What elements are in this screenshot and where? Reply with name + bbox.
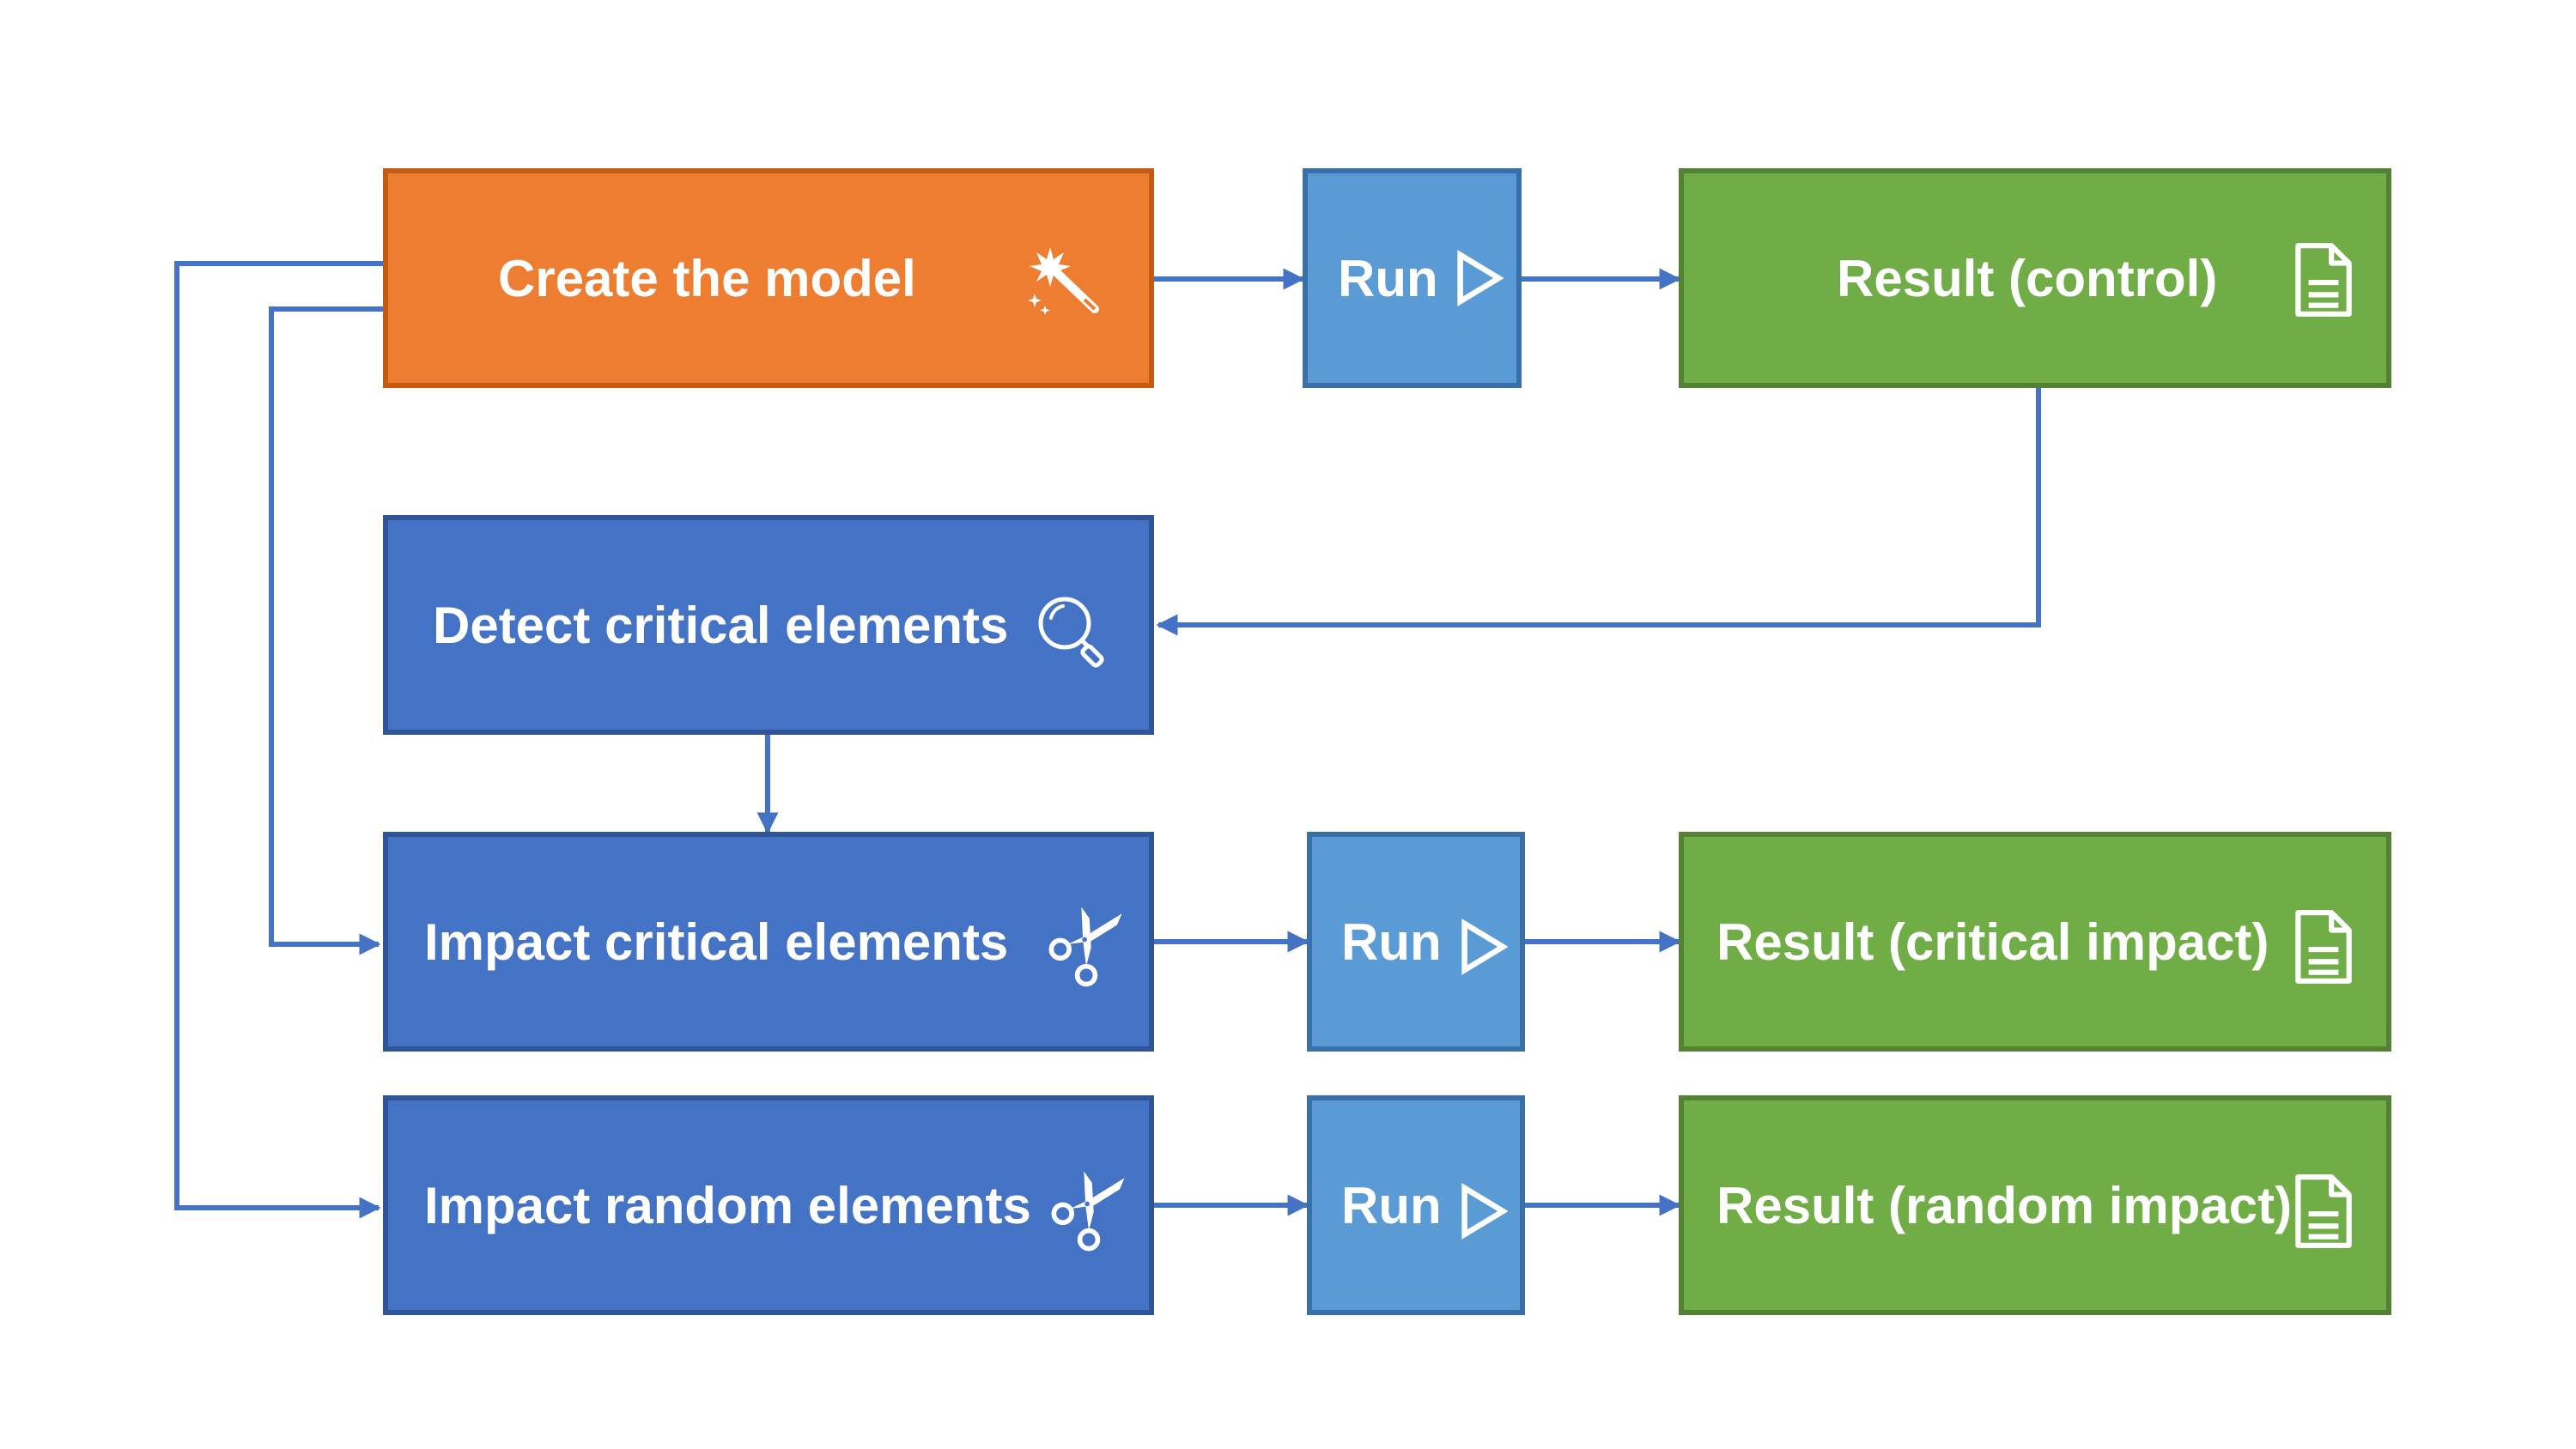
edge-create-impact-critical [269, 306, 383, 955]
document-icon [2293, 1172, 2354, 1251]
run-node-3: Run [1307, 1095, 1525, 1315]
impact-critical-node: Impact critical elements [383, 832, 1154, 1052]
document-icon [2293, 907, 2354, 986]
run-label-1: Run [1338, 249, 1438, 307]
result-critical-label: Result (critical impact) [1716, 912, 2269, 971]
impact-random-node: Impact random elements [383, 1095, 1154, 1315]
run-node-1: Run [1303, 168, 1522, 388]
result-control-node: Result (control) [1679, 168, 2391, 388]
impact-critical-label: Impact critical elements [424, 912, 1009, 971]
result-random-label: Result (random impact) [1716, 1176, 2293, 1234]
scissors-icon [1045, 902, 1127, 991]
magnifier-icon [1034, 592, 1111, 670]
document-icon [2293, 240, 2354, 319]
result-control-label: Result (control) [1837, 249, 2218, 307]
edge-result1-detect [1156, 388, 2041, 636]
result-random-node: Result (random impact) [1679, 1095, 2391, 1315]
result-critical-node: Result (critical impact) [1679, 832, 2391, 1052]
scissors-icon [1048, 1167, 1130, 1256]
edge-create-impact-random [174, 261, 383, 1219]
run-label-2: Run [1341, 912, 1442, 971]
magic-wand-icon [1024, 242, 1102, 319]
create-model-node: Create the model [383, 168, 1154, 388]
run-node-2: Run [1307, 832, 1525, 1052]
play-icon [1460, 1182, 1508, 1240]
play-icon [1455, 249, 1504, 307]
play-icon [1460, 918, 1508, 976]
detect-critical-label: Detect critical elements [433, 596, 1009, 654]
impact-random-label: Impact random elements [424, 1176, 1031, 1234]
create-model-label: Create the model [498, 249, 916, 307]
detect-critical-node: Detect critical elements [383, 515, 1154, 735]
run-label-3: Run [1341, 1176, 1442, 1234]
